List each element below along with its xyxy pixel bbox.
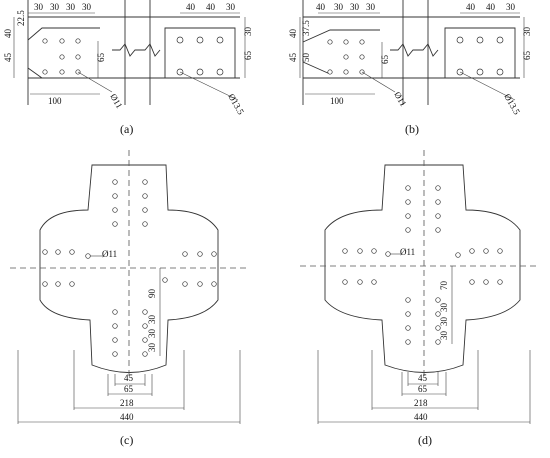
dim-d-218: 218 bbox=[414, 398, 428, 408]
dim-d-v4: 30 bbox=[439, 331, 449, 341]
hole-b-small-label: Ø11 bbox=[392, 90, 408, 108]
dim-a-topr-3: 30 bbox=[226, 2, 236, 12]
bolt-hole bbox=[42, 69, 48, 75]
dim-d-65: 65 bbox=[418, 384, 428, 394]
panel-b: 40 30 30 30 40 40 30 40 37.5 45 50 65 30… bbox=[288, 0, 532, 136]
dim-d-v3: 30 bbox=[439, 317, 449, 327]
bolt-hole bbox=[59, 69, 65, 75]
dim-b-top-2: 30 bbox=[334, 2, 344, 12]
holes-d bbox=[342, 185, 503, 345]
panel-d: Ø11 70 30 30 30 45 65 218 440 (d) bbox=[300, 150, 540, 447]
caption-d: (d) bbox=[418, 433, 432, 447]
bolt-hole bbox=[42, 38, 48, 44]
dim-c-440: 440 bbox=[120, 412, 134, 422]
dim-c-v4: 30 bbox=[147, 343, 157, 353]
dim-a-right-1: 30 bbox=[243, 27, 253, 37]
bolt-hole bbox=[343, 39, 349, 45]
bolt-hole bbox=[196, 68, 204, 76]
dim-a-topr-1: 40 bbox=[186, 2, 196, 12]
holes-c bbox=[42, 179, 217, 357]
dim-a-bottom: 100 bbox=[48, 96, 62, 106]
bolt-hole bbox=[75, 38, 81, 44]
dim-b-left-4: 50 bbox=[301, 53, 311, 63]
dim-c-v2: 30 bbox=[147, 315, 157, 325]
hole-a-small-label: Ø11 bbox=[108, 92, 124, 110]
dim-a-top-4: 30 bbox=[82, 2, 92, 12]
dim-c-45: 45 bbox=[124, 373, 134, 383]
dim-a-left-1: 40 bbox=[3, 29, 13, 39]
dim-c-v3: 30 bbox=[147, 329, 157, 339]
dim-b-left-2: 37.5 bbox=[301, 20, 311, 36]
dim-b-left-3: 45 bbox=[288, 53, 298, 63]
bolt-hole bbox=[456, 36, 464, 44]
dim-b-topr-2: 40 bbox=[486, 2, 496, 12]
bolt-hole bbox=[476, 36, 484, 44]
bolt-hole bbox=[59, 38, 65, 44]
bolt-hole bbox=[196, 36, 204, 44]
dim-a-left-2: 22.5 bbox=[16, 10, 26, 26]
caption-c: (c) bbox=[120, 433, 133, 447]
panel-a: 30 30 30 30 40 40 30 40 22.5 45 65 30 65… bbox=[3, 0, 253, 136]
hole-c-label: Ø11 bbox=[102, 249, 117, 259]
dim-c-218: 218 bbox=[120, 398, 134, 408]
dim-a-top-3: 30 bbox=[66, 2, 76, 12]
hole-d-label: Ø11 bbox=[400, 247, 415, 257]
cross-plate-d bbox=[324, 164, 521, 373]
dim-a-top-2: 30 bbox=[50, 2, 60, 12]
bolt-hole bbox=[359, 39, 365, 45]
bolt-hole bbox=[359, 54, 365, 60]
caption-a: (a) bbox=[120, 122, 133, 136]
dim-b-right-2: 65 bbox=[522, 51, 532, 61]
dim-b-right-1: 30 bbox=[522, 27, 532, 37]
dim-a-top-1: 30 bbox=[34, 2, 44, 12]
dim-c-v1: 90 bbox=[147, 289, 157, 299]
bolt-hole bbox=[75, 54, 81, 60]
dim-d-440: 440 bbox=[414, 412, 428, 422]
panel-c: Ø11 90 30 30 30 45 65 218 440 (c) bbox=[10, 150, 250, 447]
bolt-hole bbox=[343, 54, 349, 60]
bolt-hole bbox=[343, 69, 349, 75]
bolt-hole bbox=[216, 36, 224, 44]
dim-a-mid: 65 bbox=[96, 53, 106, 63]
bolt-hole bbox=[59, 54, 65, 60]
hole-b-large-label: Ø13.5 bbox=[502, 92, 522, 117]
dim-b-top-3: 30 bbox=[350, 2, 360, 12]
hole-a-large-label: Ø13.5 bbox=[226, 92, 246, 117]
cross-plate-c bbox=[39, 164, 219, 373]
dim-c-65: 65 bbox=[124, 384, 134, 394]
bolt-hole bbox=[216, 68, 224, 76]
caption-b: (b) bbox=[405, 122, 419, 136]
bolt-hole bbox=[327, 69, 333, 75]
dim-a-left-3: 45 bbox=[3, 53, 13, 63]
bolt-hole bbox=[176, 36, 184, 44]
dim-b-topr-1: 40 bbox=[466, 2, 476, 12]
bolt-hole bbox=[496, 36, 504, 44]
dim-b-topr-3: 30 bbox=[506, 2, 516, 12]
dim-b-top-1: 40 bbox=[316, 2, 326, 12]
bolt-hole bbox=[476, 68, 484, 76]
dim-b-mid: 65 bbox=[380, 55, 390, 65]
dim-b-top-4: 30 bbox=[366, 2, 376, 12]
dim-b-bottom: 100 bbox=[330, 96, 344, 106]
bolt-hole bbox=[496, 68, 504, 76]
dim-a-topr-2: 40 bbox=[206, 2, 216, 12]
dim-d-v1: 70 bbox=[439, 281, 449, 291]
dim-d-v2: 30 bbox=[439, 303, 449, 313]
bolt-hole bbox=[327, 39, 333, 45]
dim-a-right-2: 65 bbox=[243, 51, 253, 61]
dim-b-left-1: 40 bbox=[288, 29, 298, 39]
dim-d-45: 45 bbox=[418, 373, 428, 383]
